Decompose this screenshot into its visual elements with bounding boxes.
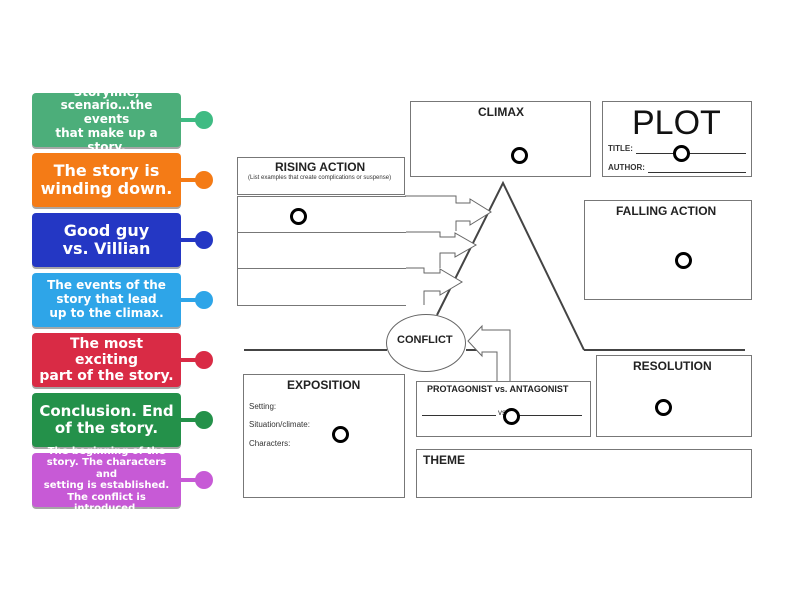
- rising-action-subtitle: (List examples that create complications…: [248, 175, 392, 181]
- drop-target-falling-action[interactable]: [675, 252, 692, 269]
- rising-action-row: [237, 232, 406, 269]
- connector: [181, 358, 199, 362]
- theme-box: [416, 449, 752, 498]
- connector: [181, 478, 199, 482]
- connector: [181, 418, 199, 422]
- label-card-falling-action[interactable]: The story is winding down.: [32, 153, 181, 207]
- drag-handle[interactable]: [195, 231, 213, 249]
- climax-title: CLIMAX: [478, 105, 524, 119]
- author-underline: [648, 172, 746, 173]
- rising-action-row: [237, 196, 406, 233]
- drop-target-exposition[interactable]: [332, 426, 349, 443]
- drag-handle[interactable]: [195, 471, 213, 489]
- plot-title-box: [602, 101, 752, 177]
- drop-target-resolution[interactable]: [655, 399, 672, 416]
- theme-title: THEME: [423, 453, 465, 467]
- conflict-ellipse: [386, 314, 466, 372]
- protagonist-antagonist-title: PROTAGONIST vs. ANTAGONIST: [427, 384, 569, 394]
- situation-label: Situation/climate:: [249, 420, 310, 429]
- drag-handle[interactable]: [195, 171, 213, 189]
- falling-action-title: FALLING ACTION: [616, 204, 717, 218]
- antagonist-underline: [510, 415, 582, 416]
- drop-target-plot[interactable]: [673, 145, 690, 162]
- drag-handle[interactable]: [195, 351, 213, 369]
- conflict-title: CONFLICT: [397, 334, 453, 346]
- plot-heading: PLOT: [632, 104, 721, 142]
- label-card-climax[interactable]: The most exciting part of the story.: [32, 333, 181, 387]
- title-underline: [636, 153, 746, 154]
- protagonist-underline: [422, 415, 496, 416]
- setting-label: Setting:: [249, 402, 277, 411]
- drag-handle[interactable]: [195, 411, 213, 429]
- drop-target-rising-action[interactable]: [290, 208, 307, 225]
- falling-action-box: [584, 200, 752, 300]
- rising-action-title: RISING ACTION: [275, 160, 366, 174]
- rising-action-header-box: [237, 157, 405, 195]
- label-card-conflict[interactable]: Good guy vs. Villian: [32, 213, 181, 267]
- exposition-box: [243, 374, 405, 498]
- characters-label: Characters:: [249, 439, 291, 448]
- label-card-rising-action[interactable]: The events of the story that lead up to …: [32, 273, 181, 327]
- connector: [181, 178, 199, 182]
- connector: [181, 298, 199, 302]
- title-field-label: TITLE:: [608, 144, 633, 153]
- vs-label: vs: [498, 408, 506, 417]
- exposition-title: EXPOSITION: [287, 378, 361, 392]
- label-card-plot[interactable]: Storyline, scenario…the events that make…: [32, 85, 181, 154]
- drag-handle[interactable]: [195, 111, 213, 129]
- drop-target-conflict[interactable]: [503, 408, 520, 425]
- protagonist-antagonist-box: [416, 381, 591, 437]
- connector: [181, 118, 199, 122]
- connector: [181, 238, 199, 242]
- author-field-label: AUTHOR:: [608, 163, 645, 172]
- climax-box: [410, 101, 591, 177]
- resolution-title: RESOLUTION: [633, 359, 712, 373]
- drag-handle[interactable]: [195, 291, 213, 309]
- label-card-resolution[interactable]: Conclusion. End of the story.: [32, 393, 181, 447]
- rising-action-row: [237, 268, 406, 306]
- resolution-box: [596, 355, 752, 437]
- drop-target-climax[interactable]: [511, 147, 528, 164]
